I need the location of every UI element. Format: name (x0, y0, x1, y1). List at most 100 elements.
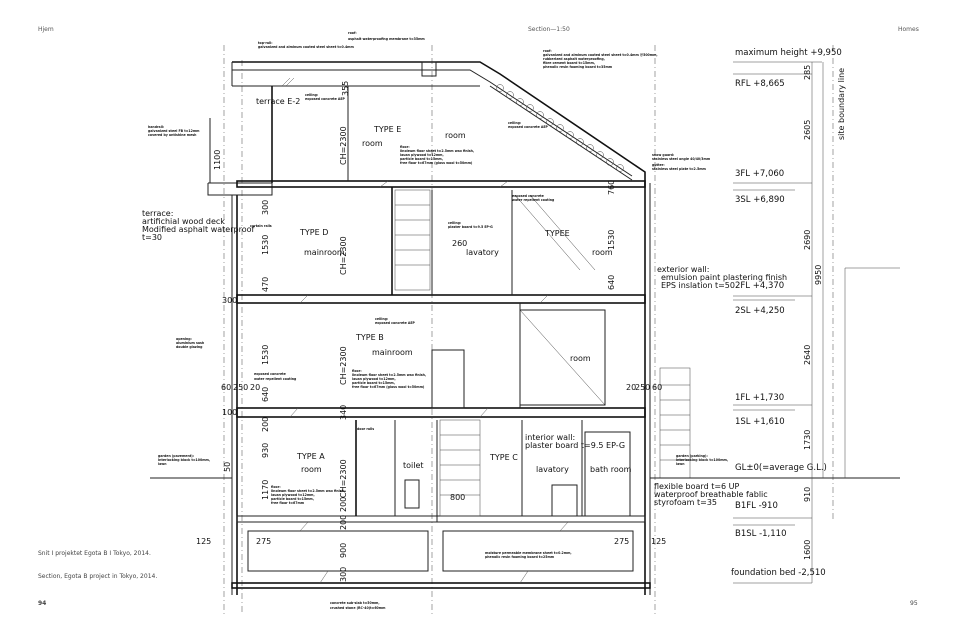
level-2sl: 2SL +4,250 (735, 306, 785, 316)
roof-insulation (496, 84, 624, 172)
caption-danish: Snit I projektet Egota B I Tokyo, 2014. (38, 550, 151, 557)
note-floor-3f-2: lauan plywood t=12mm, (400, 153, 444, 157)
room-toilet: toilet (403, 461, 424, 470)
note-ceiling-1: ceiling: (305, 93, 318, 97)
site-boundary-label: site boundary line (837, 68, 846, 140)
level-gl: GL±0(=average G.L.) (735, 463, 827, 473)
note-garden-pavement-2: lawn (158, 462, 167, 466)
note-gutter: gutter: (652, 163, 665, 167)
note-exposed-concrete-detail: water repellent coating (512, 198, 555, 202)
roof (231, 61, 646, 183)
dim-20-left: 20 (250, 383, 260, 392)
room-type-e: TYPE E (373, 125, 401, 134)
note-sub-slab-1: crushed stone (RC-40)t=60mm (330, 606, 386, 610)
note-floor-3f-1: linoleum floor sheet t=2.5mm wax finish, (400, 149, 474, 153)
room-type-d: TYPE D (299, 228, 328, 237)
level-3sl: 3SL +6,890 (735, 195, 785, 205)
note-exterior-wall-2: emulsion paint plastering finish (661, 273, 787, 282)
building-dimensions: 355 1100 300 1530 470 300 1530 640 200 9… (196, 81, 666, 582)
note-curtain-rails: curtain rails (250, 224, 272, 228)
dim-60-left: 60 (221, 383, 231, 392)
note-terrace-1: terrace: (142, 209, 173, 218)
note-garden-parking-1: interlocking block t=100mm, (676, 458, 728, 462)
dim-200-a: 200 (261, 417, 270, 432)
note-floor-1f-3: particle board t=15mm, (271, 497, 314, 501)
note-roof-slope-3: fibre cement board t=15mm, (543, 61, 595, 65)
room-type-ee-room: room (592, 248, 613, 257)
dim-300-c: 300 (339, 567, 348, 582)
running-header-center: Section—1:50 (528, 26, 570, 33)
dim-60-right: 60 (652, 383, 662, 392)
dim-250-right: 250 (635, 383, 650, 392)
floor-slabs (231, 180, 651, 589)
dim-340: 340 (339, 405, 348, 420)
level-maximum-height: maximum height +9,950 (735, 48, 842, 58)
dim-275-right: 275 (614, 537, 629, 546)
interior-partitions (347, 86, 631, 517)
caption-english: Section, Egota B project in Tokyo, 2014. (38, 573, 158, 580)
dim-1100: 1100 (213, 150, 222, 170)
dim-930: 930 (261, 443, 270, 458)
note-roof-slope-1: galvanized and alminum coated steel shee… (543, 53, 658, 57)
note-interior-wall-1: interior wall: (525, 433, 575, 442)
dim-200-c: 200 (339, 515, 348, 530)
hatch-marks (281, 77, 569, 584)
ground-line (150, 267, 900, 479)
level-3fl: 3FL +7,060 (735, 169, 784, 179)
small-notes: top-rail: galvanized and alminum coated … (148, 31, 728, 610)
ceiling-height-3f: CH=2300 (339, 126, 348, 165)
note-floor-2f: floor: (352, 369, 362, 373)
note-terrace-4: t=30 (142, 233, 162, 242)
note-roof-flat: roof: (348, 31, 357, 35)
room-b-room: room (570, 354, 591, 363)
note-handrail-2: covered by antishine mesh (148, 133, 197, 137)
note-floor-3f-4: free floor t=67mm (glass wool t=50mm) (400, 161, 473, 165)
note-ceiling-2: ceiling: (508, 121, 521, 125)
dim-1530-a: 1530 (261, 235, 270, 255)
note-roof-slope-2: rubberized asphalt waterproofing, (543, 57, 605, 61)
dim-260: 260 (452, 239, 467, 248)
note-ceiling-4-detail: exposed concrete AEP (375, 321, 416, 325)
note-roof-slope-4: phenolic resin foaming board t=35mm (543, 65, 613, 69)
note-garden-pavement-1: interlocking block t=100mm, (158, 458, 210, 462)
note-handrail: handrail: (148, 125, 164, 129)
dim-800: 800 (450, 493, 465, 502)
dim-300-b: 300 (222, 296, 237, 305)
note-opening-1: aluminium sash (176, 341, 205, 345)
dim-1530-c: 1530 (607, 230, 616, 250)
room-type-c: TYPE C (489, 453, 518, 462)
note-floor-2f-1: linoleum floor sheet t=2.5mm wax finish, (352, 373, 426, 377)
note-flexible-board-3: styrofoam t=35 (654, 498, 717, 507)
room-e-room-2: room (445, 131, 466, 140)
note-terrace-3: Modified asphalt waterproof (142, 225, 254, 234)
dim-125-left: 125 (196, 537, 211, 546)
note-handrail-1: galvanized steel FB t=12mm (148, 129, 200, 133)
material-notes: terrace: artifichial wood deck Modified … (142, 209, 787, 507)
dim-910: 910 (803, 487, 812, 502)
dim-125-right: 125 (651, 537, 666, 546)
note-opening: opening: (176, 337, 192, 341)
note-floor-1f-2: lauan plywood t=12mm, (271, 493, 315, 497)
level-1sl: 1SL +1,610 (735, 417, 785, 427)
room-lavatory-3f: lavatory (466, 248, 499, 257)
grid-lines (223, 45, 834, 615)
page-number-left: 94 (38, 600, 47, 607)
running-header-right: Homes (898, 26, 919, 33)
dim-900: 900 (339, 543, 348, 558)
note-floor-3f-3: particle board t=15mm, (400, 157, 443, 161)
note-exterior-wall-1: exterior wall: (657, 265, 709, 274)
note-ceiling-3: ceiling: (448, 221, 461, 225)
room-labels: terrace E-2 TYPE E room room TYPE D main… (256, 97, 632, 474)
walls (207, 86, 651, 595)
note-door-rails: door rails (357, 427, 374, 431)
ceiling-height-b1f: CH=2300 (339, 459, 348, 498)
level-b1fl: B1FL -910 (735, 501, 778, 511)
level-lines (733, 61, 824, 584)
note-moisture-membrane: moisture permeable membrane sheet t=0.2m… (485, 551, 572, 555)
dim-200-b: 200 (339, 497, 348, 512)
note-floor-3f: floor: (400, 145, 410, 149)
dim-2640: 2640 (803, 345, 812, 365)
running-header-left: Hjem (38, 26, 54, 33)
level-foundation: foundation bed -2,510 (731, 568, 826, 578)
dim-2690: 2690 (803, 230, 812, 250)
